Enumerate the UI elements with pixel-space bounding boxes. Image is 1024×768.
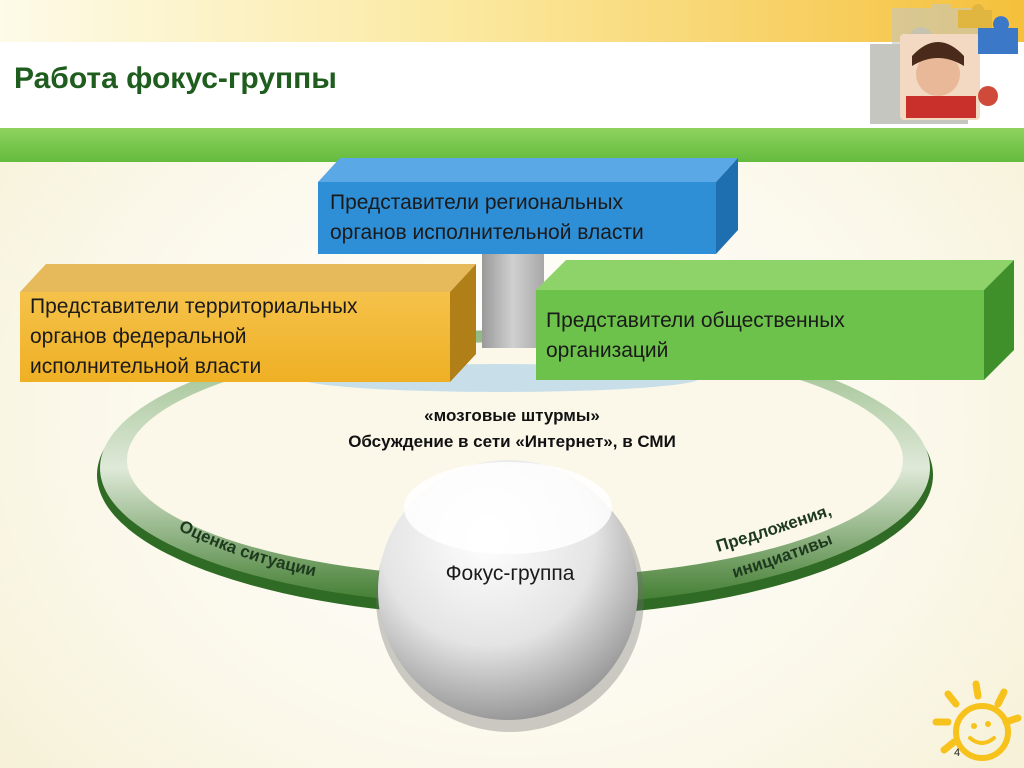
public-line-1: Представители общественных <box>546 309 845 332</box>
puzzle-image-icon <box>870 4 1018 125</box>
blue-box-top <box>318 158 738 182</box>
sphere-highlight <box>404 462 612 554</box>
green-box-side <box>984 260 1014 380</box>
regional-line-1: Представители региональных <box>330 191 623 214</box>
slide-title: Работа фокус-группы <box>14 62 337 95</box>
blue-box-front <box>318 182 716 254</box>
public-line-2: организаций <box>546 339 669 362</box>
green-box-front <box>536 290 984 380</box>
center-text-line-1: «мозговые штурмы» <box>424 406 600 425</box>
page-number: 4 <box>954 747 961 759</box>
territorial-line-2: органов федеральной <box>30 325 247 348</box>
green-divider-bar <box>0 128 1024 162</box>
territorial-line-1: Представители территориальных <box>30 295 358 318</box>
sphere-label: Фокус-группа <box>445 562 575 585</box>
yellow-box-top <box>20 264 476 292</box>
ring-inner <box>127 342 903 578</box>
public-box-text: Представители общественных организаций <box>546 306 845 366</box>
territorial-line-3: исполнительной власти <box>30 355 262 378</box>
territorial-box-text: Представители территориальных органов фе… <box>30 292 358 382</box>
green-box-top <box>536 260 1014 290</box>
yellow-box-front <box>20 292 450 382</box>
title-band <box>0 42 1024 128</box>
sun-icon <box>932 680 1022 761</box>
yellow-box-side <box>450 264 476 382</box>
regional-line-2: органов исполнительной власти <box>330 221 644 244</box>
center-text-line-2: Обсуждение в сети «Интернет», в СМИ <box>348 432 676 451</box>
central-pillar <box>482 248 544 348</box>
blue-box-side <box>716 158 738 254</box>
regional-box-text: Представители региональных органов испол… <box>330 188 644 248</box>
top-accent-bar <box>0 0 1024 42</box>
